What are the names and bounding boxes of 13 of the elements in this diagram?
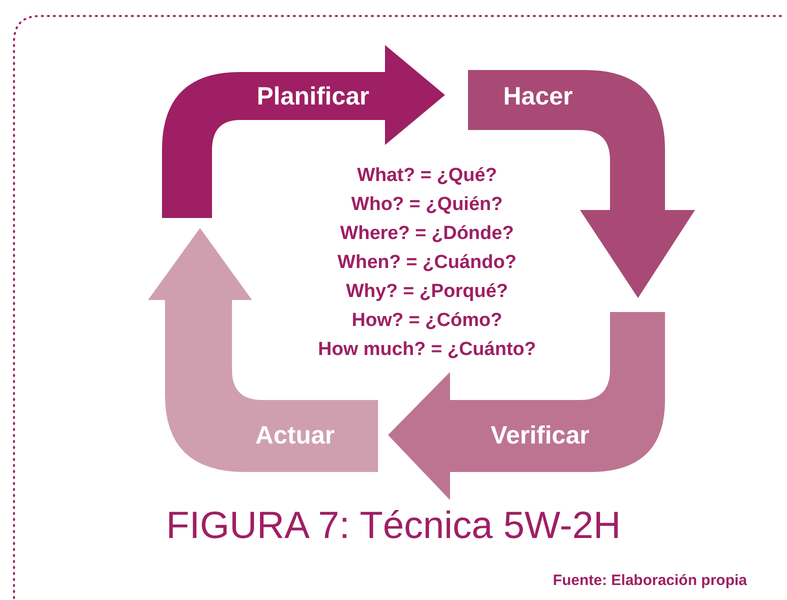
question-text: Where? = ¿Dónde? [340, 223, 514, 245]
source-note: Fuente: Elaboración propia [552, 572, 747, 589]
question-text: Who? = ¿Quién? [351, 194, 503, 216]
step-label: Planificar [256, 82, 370, 112]
step-label: Verificar [490, 422, 590, 450]
question-text: What? = ¿Qué? [357, 165, 497, 187]
question-text: How? = ¿Cómo? [352, 310, 502, 332]
figure-caption: FIGURA 7: Técnica 5W-2H [165, 505, 622, 548]
question-text: When? = ¿Cuándo? [338, 252, 516, 274]
step-label: Hacer [503, 82, 573, 112]
step-label: Actuar [255, 422, 335, 450]
question-text: How much? = ¿Cuánto? [318, 339, 536, 361]
question-text: Why? = ¿Porqué? [346, 281, 508, 303]
